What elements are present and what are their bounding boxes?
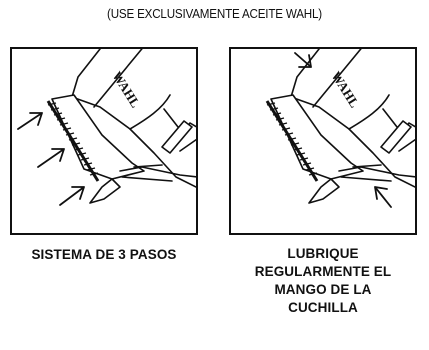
caption-lubricate-blade: LUBRIQUE REGULARMENTE EL MANGO DE LA CUC… — [254, 246, 392, 315]
clipper-illustration: WAHL — [265, 49, 415, 208]
panel-lubricate-blade: WAHL — [229, 47, 417, 235]
arrow-icon — [374, 186, 392, 208]
panel-three-step-system: WAHL — [10, 47, 198, 235]
arrow-icon — [59, 186, 85, 206]
arrow-icon — [37, 148, 65, 168]
arrow-icon — [17, 112, 43, 130]
clipper-illustration: WAHL — [17, 49, 196, 206]
oil-instruction-note: (USE EXCLUSIVAMENTE ACEITE WAHL) — [107, 7, 322, 21]
caption-three-step-system: SISTEMA DE 3 PASOS — [31, 247, 177, 262]
brand-logo: WAHL — [328, 69, 362, 111]
brand-logo: WAHL — [109, 69, 143, 111]
arrow-icon — [294, 52, 312, 68]
